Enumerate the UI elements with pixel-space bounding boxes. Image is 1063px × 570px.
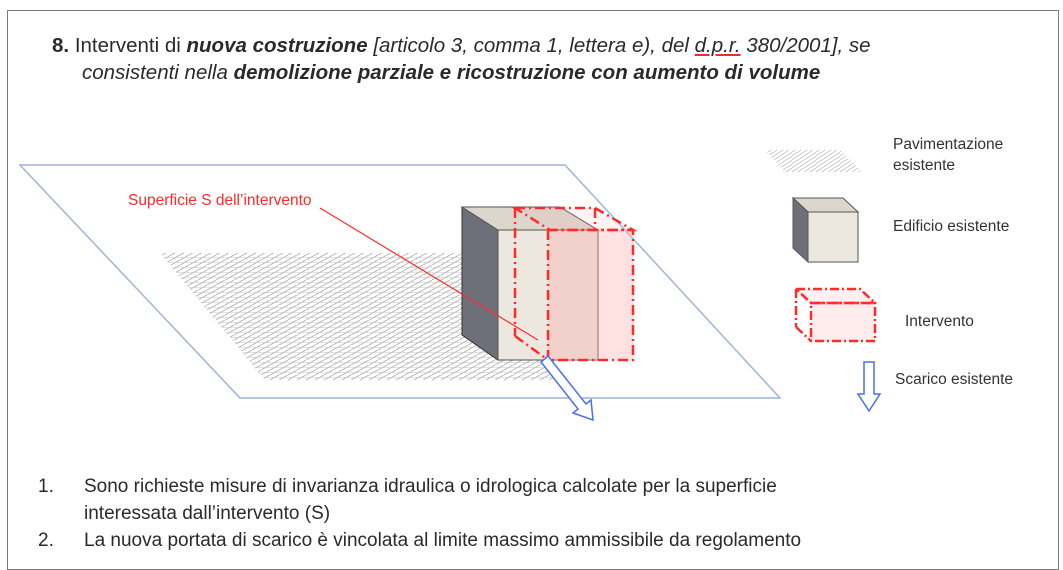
callout-label: Superficie S dell’intervento bbox=[128, 192, 312, 209]
paving-hatch bbox=[160, 253, 560, 380]
legend-intervention-box bbox=[792, 287, 879, 343]
title-ref-1: [articolo 3, comma 1, lettera e), del bbox=[373, 34, 689, 57]
legend-drain-arrow bbox=[856, 361, 882, 413]
title-ref-2: 380/2001], se bbox=[746, 34, 871, 57]
intervention-volume bbox=[510, 206, 638, 362]
title-dpr: d.p.r. bbox=[694, 34, 741, 57]
title-line2-prefix: consistenti nella bbox=[82, 61, 228, 84]
legend-paving-swatch bbox=[765, 150, 862, 172]
legend-paving-line2: esistente bbox=[893, 157, 956, 174]
legend-building-box bbox=[791, 196, 860, 264]
legend-building-label: Edificio esistente bbox=[893, 218, 1010, 235]
title-number: 8. bbox=[52, 34, 70, 57]
list-item: 1. Sono richieste misure di invarianza i… bbox=[38, 476, 777, 524]
title-line2-bold: demolizione parziale e ricostruzione con… bbox=[233, 61, 821, 84]
slide-title: 8. Interventi di nuova costruzione [arti… bbox=[52, 32, 871, 86]
title-bold-1: nuova costruzione bbox=[186, 34, 368, 57]
callout-line bbox=[319, 207, 539, 341]
drain-arrow bbox=[539, 354, 594, 422]
legend-intervention-label: Intervento bbox=[905, 313, 974, 330]
list-item: 2. La nuova portata di scarico è vincola… bbox=[38, 530, 802, 551]
building-side bbox=[461, 206, 499, 361]
legend-drain-label: Scarico esistente bbox=[895, 371, 1014, 388]
conditions-list: 1. Sono richieste misure di invarianza i… bbox=[38, 473, 801, 554]
legend-paving-line1: Pavimentazione bbox=[893, 136, 1004, 153]
title-prefix: Interventi di bbox=[74, 34, 181, 57]
